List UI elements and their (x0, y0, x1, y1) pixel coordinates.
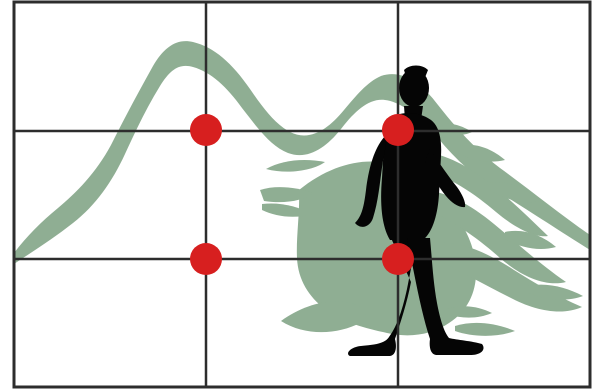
intersection-dot-bottom-right (382, 243, 414, 275)
intersection-dot-bottom-left (190, 243, 222, 275)
person-hair (404, 66, 428, 81)
intersection-dot-top-right (382, 114, 414, 146)
intersection-dot-top-left (190, 114, 222, 146)
